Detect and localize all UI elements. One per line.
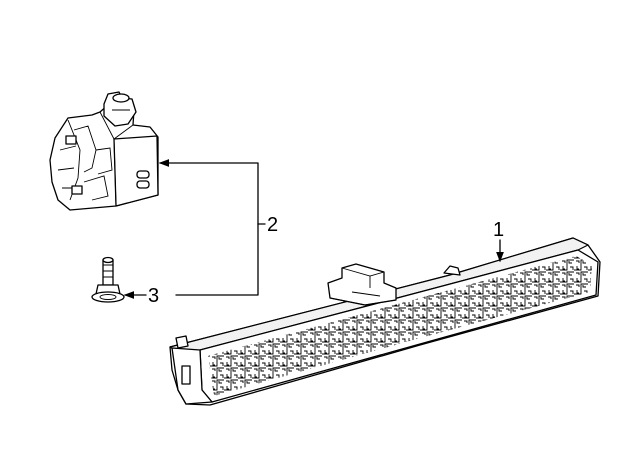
leader-2-lower — [175, 223, 259, 296]
bracket-part — [49, 91, 159, 211]
screw-part — [91, 256, 125, 303]
callout-2: 2 — [267, 214, 278, 236]
leader-2-upper — [158, 159, 259, 225]
stop-lamp-part — [169, 237, 601, 406]
leader-lines — [123, 159, 504, 299]
callout-1: 1 — [493, 219, 504, 241]
callout-3: 3 — [148, 285, 159, 307]
